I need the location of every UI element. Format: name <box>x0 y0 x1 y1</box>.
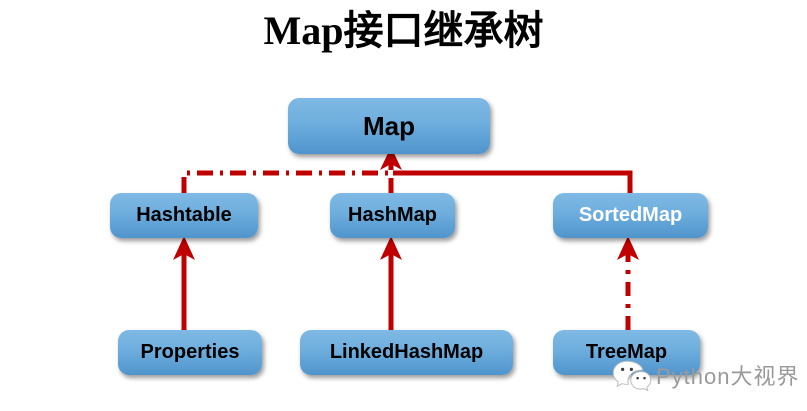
node-properties[interactable]: Properties <box>118 330 262 375</box>
edge-linkedhashmap-to-hashmap <box>380 236 402 330</box>
node-sortedmap[interactable]: SortedMap <box>553 193 708 238</box>
node-hashmap-label: HashMap <box>348 204 437 226</box>
node-hashtable-label: Hashtable <box>136 204 232 226</box>
node-hashtable[interactable]: Hashtable <box>110 193 258 238</box>
node-hashmap[interactable]: HashMap <box>330 193 455 238</box>
edge-hashmap-to-map <box>380 147 402 193</box>
edge-treemap-to-sortedmap <box>617 236 639 330</box>
arrowhead-icon <box>173 236 195 260</box>
node-map[interactable]: Map <box>288 98 490 154</box>
node-sortedmap-label: SortedMap <box>578 204 683 226</box>
node-map-label: Map <box>363 110 415 141</box>
node-treemap[interactable]: TreeMap <box>553 330 700 375</box>
edge-sortedmap-to-map <box>393 170 633 193</box>
page-title: Map接口继承树 <box>263 8 544 53</box>
arrowhead-icon <box>380 236 402 260</box>
edge-hashtable-to-map <box>181 170 389 193</box>
node-linkedhashmap-label: LinkedHashMap <box>329 341 484 363</box>
arrowhead-icon <box>617 236 639 260</box>
node-treemap-label: TreeMap <box>585 341 668 363</box>
node-linkedhashmap[interactable]: LinkedHashMap <box>300 330 513 375</box>
edge-properties-to-hashtable <box>173 236 195 330</box>
node-properties-label: Properties <box>140 341 240 363</box>
